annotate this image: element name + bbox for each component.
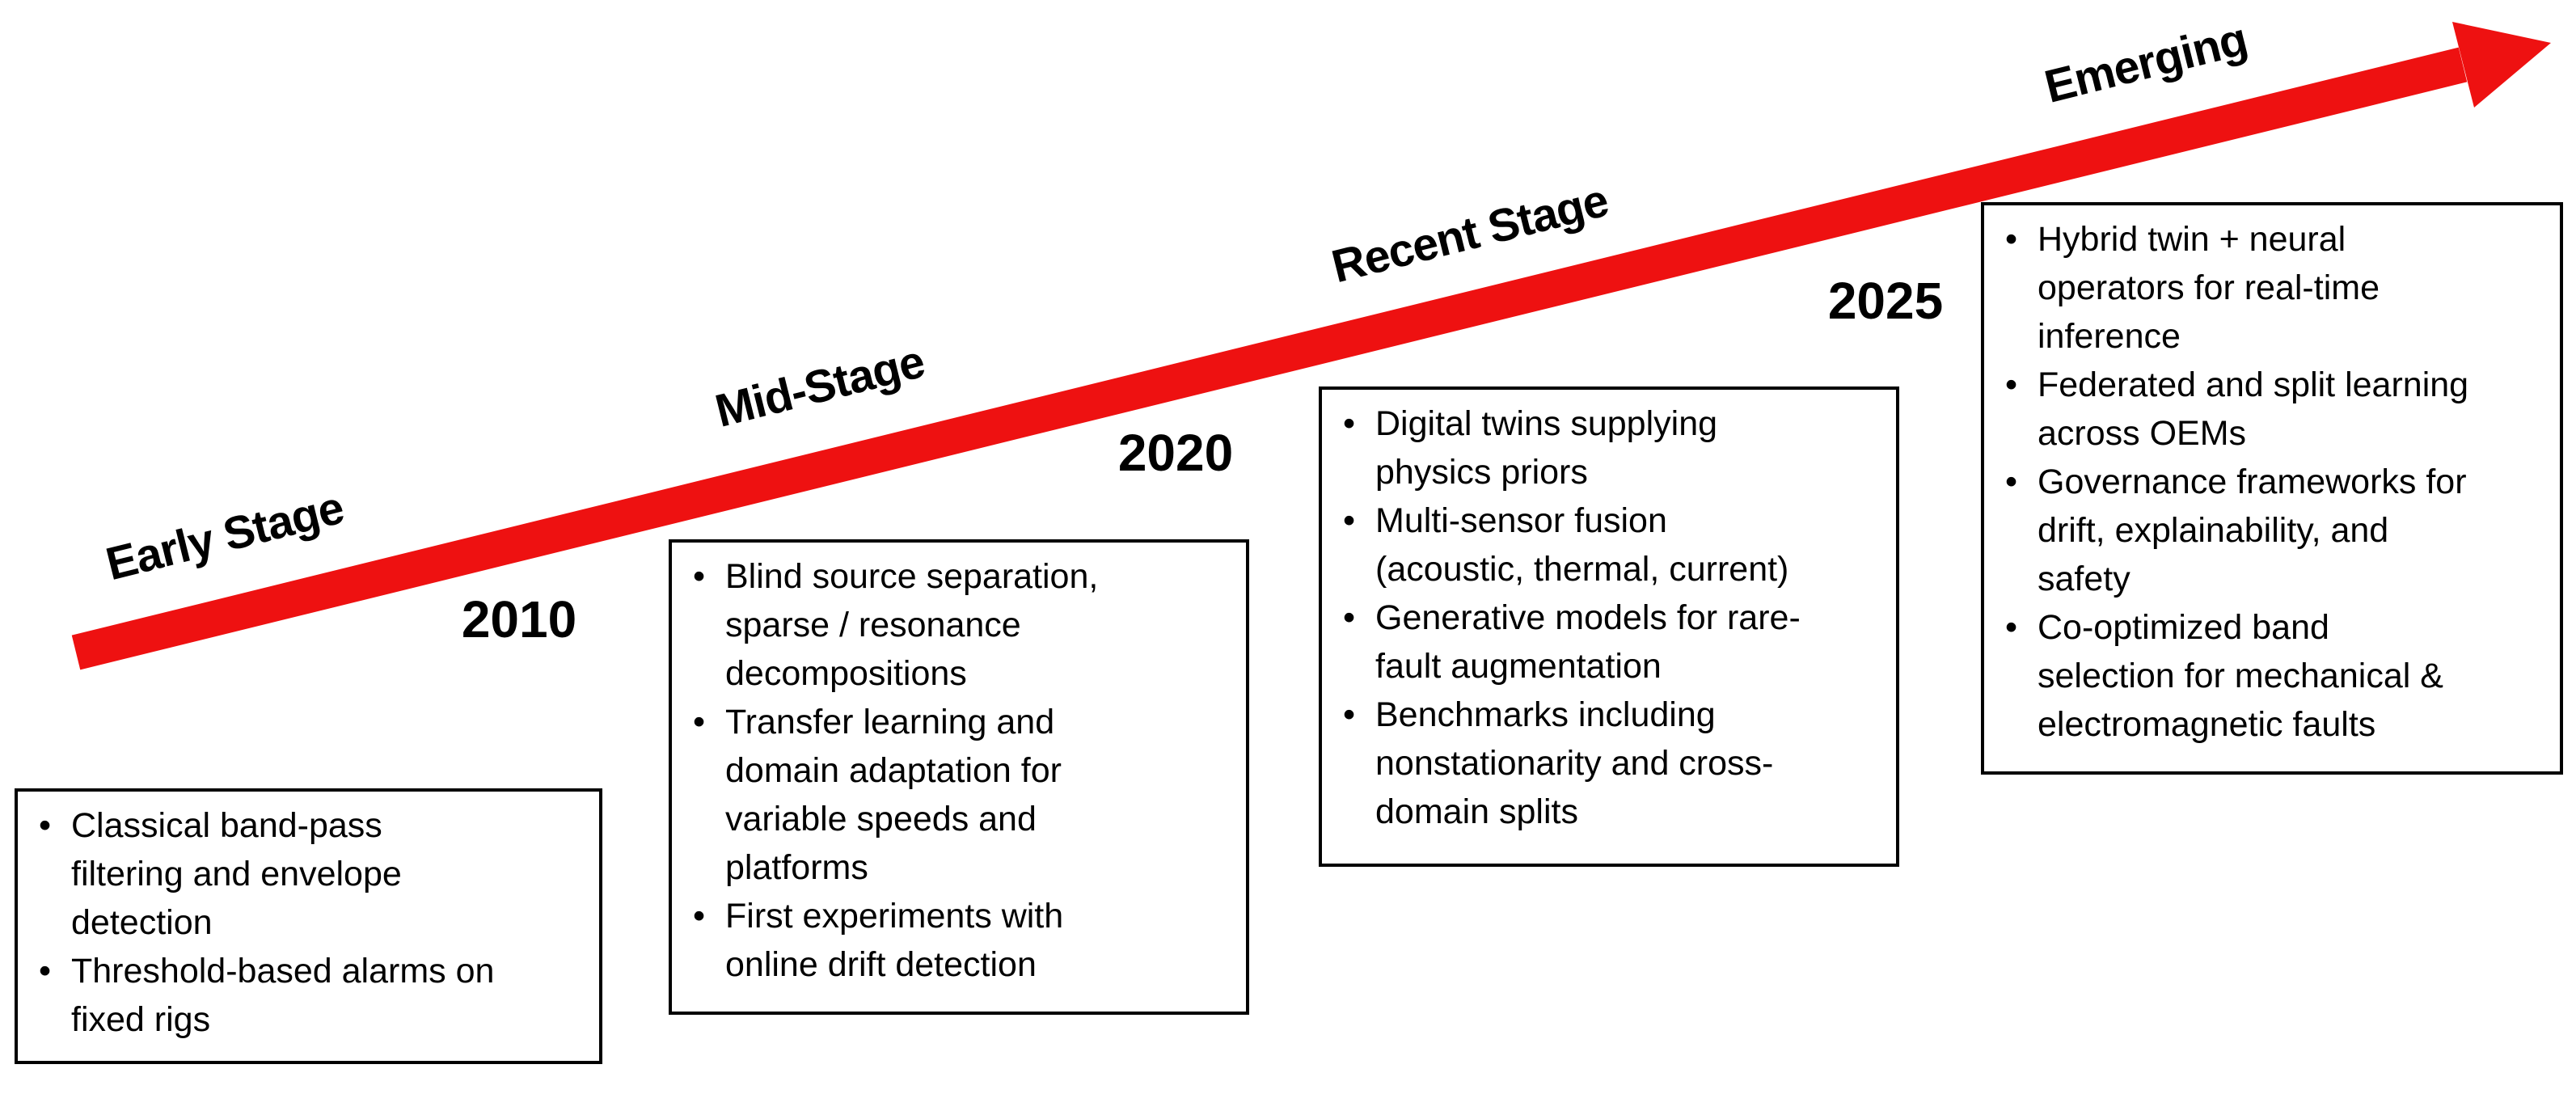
bullet-item: • Co-optimized band selection for mechan… bbox=[2005, 603, 2545, 749]
bullet-item: • Governance frameworks for drift, expla… bbox=[2005, 458, 2545, 603]
bullet-icon: • bbox=[693, 557, 706, 596]
bullet-list: • Classical band-pass filtering and enve… bbox=[39, 801, 585, 1044]
info-box-mid-stage: • Blind source separation, sparse / reso… bbox=[669, 539, 1249, 1015]
bullet-text: Blind source separation, sparse / resona… bbox=[725, 557, 1099, 693]
bullet-item: • Digital twins supplying physics priors bbox=[1343, 399, 1881, 496]
bullet-icon: • bbox=[1343, 598, 1356, 637]
year-label-2025: 2025 bbox=[1827, 272, 1944, 330]
bullet-text: Co-optimized band selection for mechanic… bbox=[2038, 608, 2443, 744]
bullet-icon: • bbox=[39, 806, 52, 845]
bullet-item: • Benchmarks including nonstationarity a… bbox=[1343, 691, 1881, 836]
year-label-2020: 2020 bbox=[1117, 424, 1234, 482]
bullet-text: Hybrid twin + neural operators for real-… bbox=[2038, 220, 2380, 356]
info-box-emerging: • Hybrid twin + neural operators for rea… bbox=[1981, 202, 2563, 775]
bullet-icon: • bbox=[2005, 365, 2018, 404]
bullet-text: Digital twins supplying physics priors bbox=[1375, 404, 1718, 492]
bullet-icon: • bbox=[1343, 695, 1356, 734]
info-box-recent-stage: • Digital twins supplying physics priors… bbox=[1319, 386, 1899, 867]
bullet-icon: • bbox=[39, 952, 52, 991]
bullet-text: Multi-sensor fusion (acoustic, thermal, … bbox=[1375, 501, 1789, 589]
bullet-item: • Threshold-based alarms on fixed rigs bbox=[39, 947, 585, 1044]
bullet-item: • Generative models for rare- fault augm… bbox=[1343, 593, 1881, 691]
bullet-list: • Digital twins supplying physics priors… bbox=[1343, 399, 1881, 836]
bullet-icon: • bbox=[693, 897, 706, 936]
bullet-item: • First experiments with online drift de… bbox=[693, 892, 1231, 989]
bullet-list: • Hybrid twin + neural operators for rea… bbox=[2005, 215, 2545, 749]
bullet-icon: • bbox=[2005, 220, 2018, 259]
bullet-item: • Multi-sensor fusion (acoustic, thermal… bbox=[1343, 496, 1881, 593]
arrow-head bbox=[2452, 22, 2551, 108]
bullet-text: Federated and split learning across OEMs bbox=[2038, 365, 2469, 453]
bullet-text: Threshold-based alarms on fixed rigs bbox=[71, 952, 495, 1039]
year-label-2010: 2010 bbox=[461, 590, 577, 648]
bullet-text: Classical band-pass filtering and envelo… bbox=[71, 806, 402, 942]
bullet-icon: • bbox=[693, 703, 706, 741]
bullet-item: • Transfer learning and domain adaptatio… bbox=[693, 698, 1231, 892]
bullet-item: • Federated and split learning across OE… bbox=[2005, 361, 2545, 458]
bullet-text: Generative models for rare- fault augmen… bbox=[1375, 598, 1801, 686]
bullet-text: First experiments with online drift dete… bbox=[725, 897, 1064, 984]
bullet-list: • Blind source separation, sparse / reso… bbox=[693, 552, 1231, 989]
bullet-item: • Classical band-pass filtering and enve… bbox=[39, 801, 585, 947]
arrow-shaft bbox=[71, 47, 2468, 670]
bullet-text: Benchmarks including nonstationarity and… bbox=[1375, 695, 1774, 831]
bullet-icon: • bbox=[2005, 463, 2018, 501]
bullet-text: Governance frameworks for drift, explain… bbox=[2038, 463, 2467, 598]
bullet-text: Transfer learning and domain adaptation … bbox=[725, 703, 1062, 887]
bullet-icon: • bbox=[1343, 404, 1356, 443]
bullet-item: • Hybrid twin + neural operators for rea… bbox=[2005, 215, 2545, 361]
bullet-icon: • bbox=[1343, 501, 1356, 540]
info-box-early-stage: • Classical band-pass filtering and enve… bbox=[15, 788, 602, 1064]
bullet-item: • Blind source separation, sparse / reso… bbox=[693, 552, 1231, 698]
bullet-icon: • bbox=[2005, 608, 2018, 647]
